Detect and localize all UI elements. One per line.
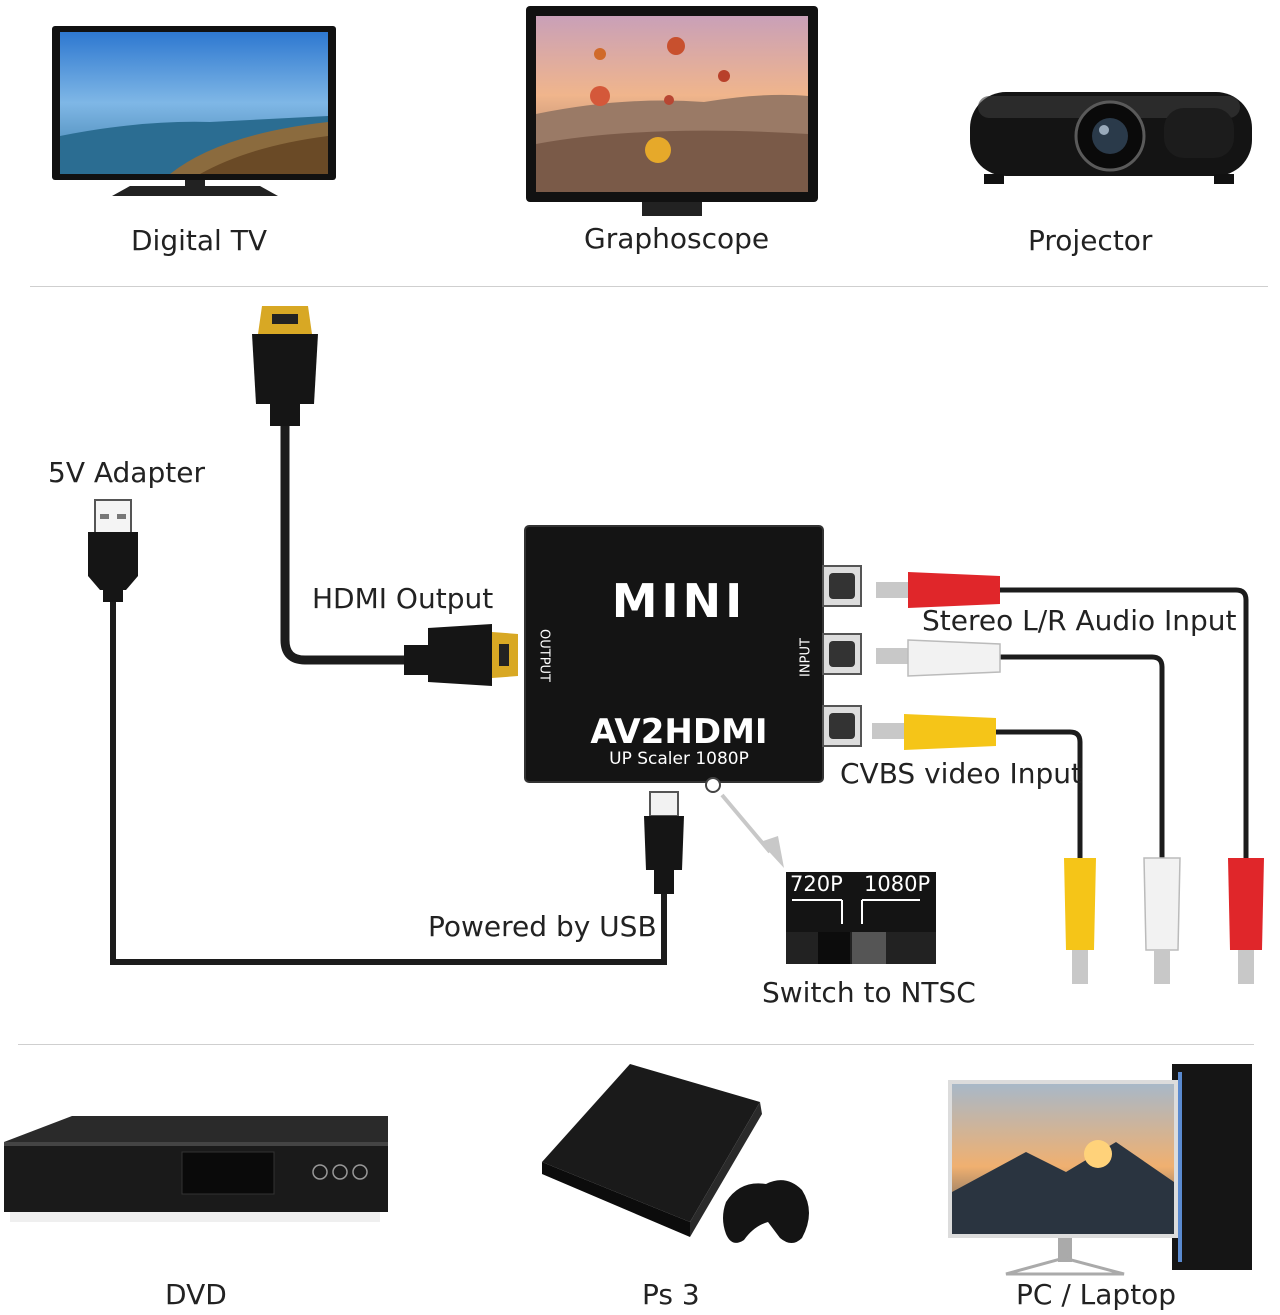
device-label-dvd: DVD bbox=[165, 1278, 227, 1311]
device-label-digital-tv: Digital TV bbox=[131, 224, 267, 257]
audio-input-label: Stereo L/R Audio Input bbox=[922, 604, 1237, 637]
white-rca-cable bbox=[1000, 654, 1165, 860]
hdmi-cable bbox=[280, 420, 410, 665]
bottom-divider bbox=[18, 1044, 1254, 1045]
yellow-rca-cable bbox=[995, 729, 1083, 860]
output-port-label: OUTPUT bbox=[536, 629, 552, 682]
switch-option-1080p: 1080P bbox=[864, 872, 931, 896]
device-label-graphoscope: Graphoscope bbox=[584, 222, 770, 255]
digital-tv-icon bbox=[50, 24, 340, 204]
input-port-label: INPUT bbox=[798, 638, 814, 677]
hdmi-plug-top-icon bbox=[252, 306, 318, 426]
device-label-projector: Projector bbox=[1028, 224, 1153, 257]
usb-power-label: Powered by USB bbox=[428, 910, 657, 943]
av2hdmi-converter-box bbox=[524, 525, 862, 793]
game-console-icon bbox=[540, 1062, 820, 1262]
hdmi-plug-side-icon bbox=[404, 624, 518, 686]
desktop-pc-icon bbox=[946, 1062, 1256, 1282]
rca-plug-red-icon bbox=[876, 572, 1000, 608]
switch-caption-label: Switch to NTSC bbox=[762, 976, 976, 1009]
dvd-player-icon bbox=[2, 1112, 392, 1232]
rca-plug-white-end-icon bbox=[1143, 857, 1181, 984]
switch-dot bbox=[705, 777, 721, 793]
rca-jack-icon bbox=[822, 565, 862, 747]
monitor-icon bbox=[524, 4, 820, 216]
rca-plug-yellow-end-icon bbox=[1064, 858, 1096, 984]
video-input-label: CVBS video Input bbox=[840, 757, 1082, 790]
rca-plug-white-icon bbox=[876, 639, 1001, 677]
red-rca-cable bbox=[1000, 587, 1249, 860]
device-subtitle-label: UP Scaler 1080P bbox=[609, 749, 749, 769]
rca-plug-red-end-icon bbox=[1228, 858, 1264, 984]
resolution-switch bbox=[786, 872, 936, 964]
device-model-label: AV2HDMI bbox=[590, 712, 768, 752]
top-divider bbox=[30, 286, 1268, 287]
hdmi-output-label: HDMI Output bbox=[312, 582, 494, 615]
device-label-ps3: Ps 3 bbox=[642, 1278, 700, 1311]
arrow-icon bbox=[760, 836, 784, 868]
usb-cable bbox=[110, 600, 667, 965]
rca-plug-yellow-icon bbox=[872, 714, 996, 750]
device-label-pc-laptop: PC / Laptop bbox=[1016, 1278, 1177, 1311]
projector-icon bbox=[964, 78, 1256, 188]
usb-a-plug-icon bbox=[88, 499, 138, 602]
switch-option-720p: 720P bbox=[790, 872, 843, 896]
device-brand-label: MINI bbox=[611, 574, 747, 628]
micro-usb-plug-icon bbox=[644, 791, 684, 894]
adapter-label: 5V Adapter bbox=[48, 456, 205, 489]
